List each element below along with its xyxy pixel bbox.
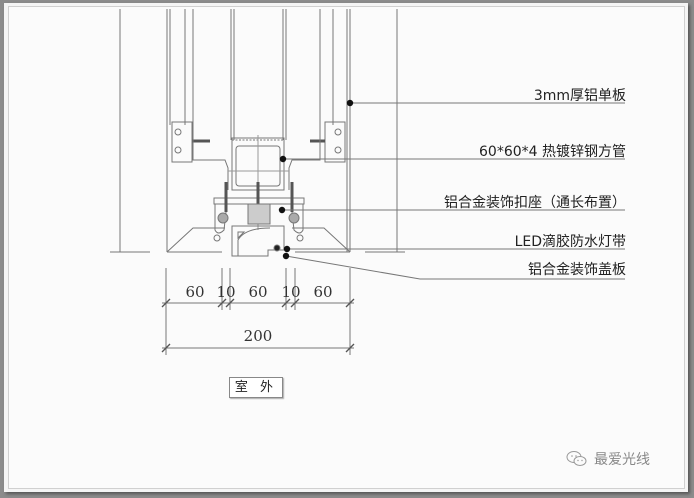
dimension-10-a: 10	[216, 283, 236, 301]
dimension-60-c: 60	[313, 283, 333, 301]
leader-cover	[285, 255, 625, 280]
watermark: 最爱光线	[566, 449, 650, 469]
cover-plate	[231, 225, 285, 257]
dimension-total: 200	[243, 327, 273, 345]
room-label-outside: 室 外	[229, 377, 283, 398]
watermark-text: 最爱光线	[594, 452, 650, 468]
clip-left	[214, 204, 227, 234]
label-cover: 铝合金装饰盖板	[528, 262, 626, 278]
wechat-icon	[566, 451, 587, 466]
label-led: LED滴胶防水灯带	[514, 234, 626, 250]
bracket-left	[171, 121, 193, 163]
bracket-right	[324, 121, 346, 163]
clip-right	[291, 204, 304, 234]
label-steel-tube: 60*60*4 热镀锌钢方管	[479, 144, 626, 160]
dimension-60-b: 60	[248, 283, 268, 301]
dimension-60-a: 60	[185, 283, 205, 301]
label-base: 铝合金装饰扣座（通长布置）	[444, 195, 626, 211]
label-panel: 3mm厚铝单板	[533, 88, 626, 104]
dimension-10-b: 10	[281, 283, 301, 301]
